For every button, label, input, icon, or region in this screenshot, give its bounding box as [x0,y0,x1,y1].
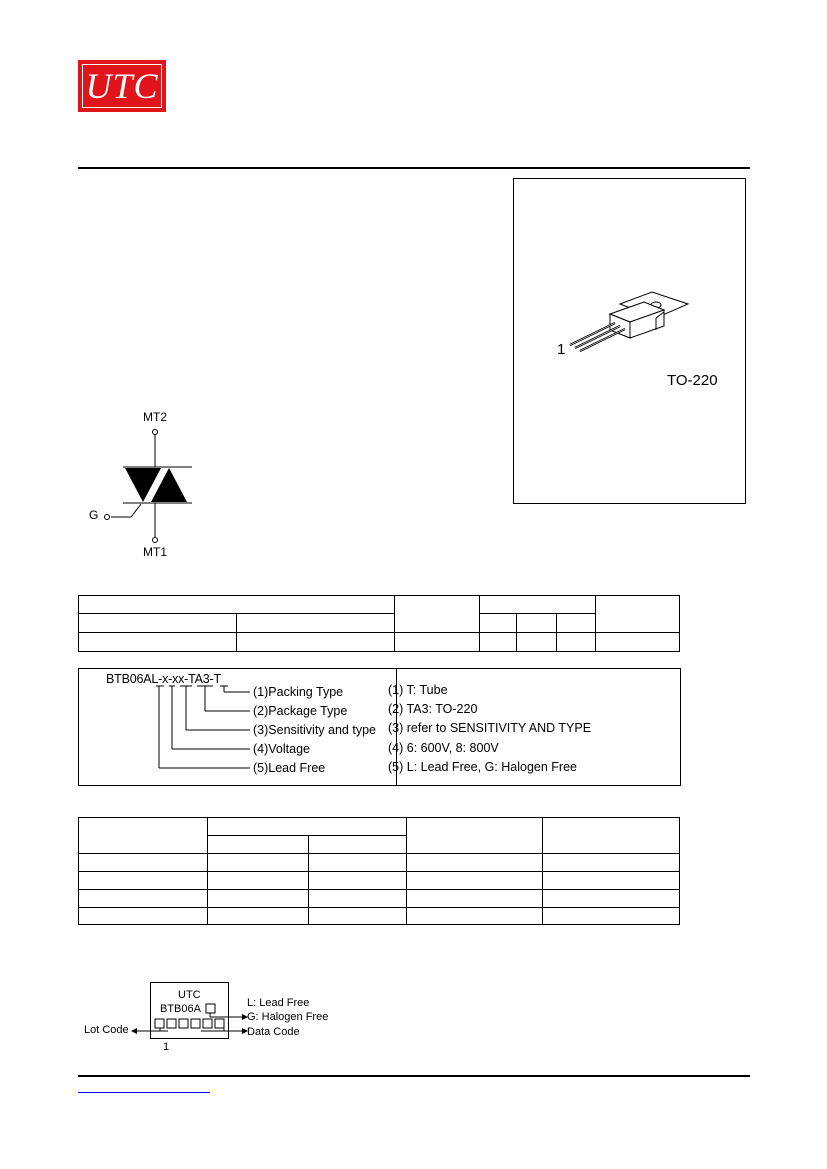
decoding-divider [396,669,397,785]
header-rule [78,167,750,169]
marking-lot-code: Lot Code [84,1024,129,1036]
decoding-leader-lines [156,685,250,769]
marking-halogen-free: G: Halogen Free [247,1011,329,1023]
footer-link-underline[interactable] [78,1092,210,1093]
ordering-table [77,595,680,652]
package-name: TO-220 [667,372,718,389]
field-label-sensitivity: (3)Sensitivity and type [253,723,376,737]
to220-package-drawing [569,291,690,352]
marking-brand: UTC [178,989,201,1001]
field-desc-packing-type: (1) T: Tube [388,683,448,697]
marking-lead-free: L: Lead Free [247,997,310,1009]
sensitivity-table [78,817,680,925]
mt1-label: MT1 [143,545,167,559]
mt2-label: MT2 [143,410,167,424]
pin-one-label: 1 [557,341,566,358]
footer-rule [78,1075,750,1077]
marking-data-code: Data Code [247,1026,300,1038]
field-desc-voltage: (4) 6: 600V, 8: 800V [388,741,499,755]
field-label-packing-type: (1)Packing Type [253,685,344,699]
field-desc-lead-free: (5) L: Lead Free, G: Halogen Free [388,760,577,774]
marking-arrows [131,1003,248,1034]
gate-label: G [89,508,99,522]
package-box [513,178,746,504]
field-label-voltage: (4)Voltage [253,742,310,756]
field-label-lead-free: (5)Lead Free [253,761,326,775]
part-number-decoding [78,668,681,786]
part-number-code: BTB06AL-x-xx-TA3-T [106,672,221,686]
logo-text: UTC [85,66,159,106]
utc-logo: UTC [78,60,166,112]
triac-symbol [104,429,192,543]
field-desc-package-type: (2) TA3: TO-220 [388,702,478,716]
field-label-package-type: (2)Package Type [253,704,348,718]
field-desc-sensitivity: (3) refer to SENSITIVITY AND TYPE [388,721,592,735]
marking-package-outline [150,982,229,1039]
marking-part: BTB06A [160,1003,201,1015]
logo-frame: UTC [82,64,162,108]
marking-pin-one: 1 [163,1041,170,1053]
